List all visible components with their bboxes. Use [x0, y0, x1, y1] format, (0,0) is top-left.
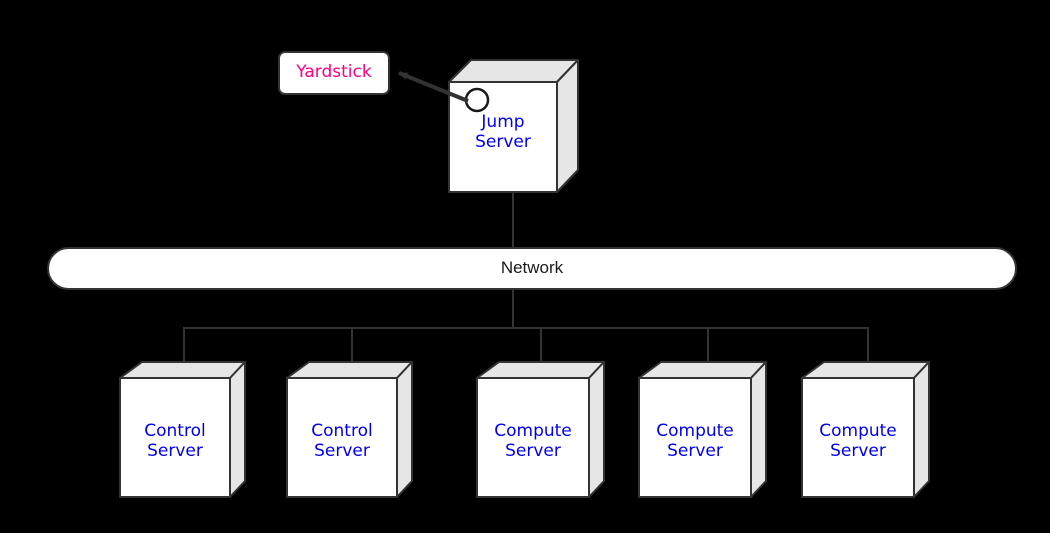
control-server-2-side-face [396, 361, 413, 498]
jump-server-port-circle[interactable] [464, 87, 490, 113]
connector-group [183, 192, 869, 373]
compute-server-3[interactable] [801, 361, 930, 498]
jump-server-front-face [448, 81, 558, 193]
control-server-2[interactable] [286, 361, 413, 498]
control-server-2-top-face [286, 361, 413, 379]
compute-server-2[interactable] [638, 361, 767, 498]
jump-to-yardstick-arrow [398, 71, 469, 103]
jump-server-box[interactable] [448, 59, 579, 193]
yardstick-box[interactable] [278, 51, 390, 95]
control-server-1-top-face [119, 361, 246, 379]
yardstick-box-shape [278, 51, 390, 95]
compute-server-2-front-face [638, 377, 752, 498]
jump-server-top-face [448, 59, 579, 83]
compute-server-2-top-face [638, 361, 767, 379]
control-server-1-front-face [119, 377, 231, 498]
network-bar[interactable] [47, 247, 1017, 290]
control-server-2-front-face [286, 377, 398, 498]
control-server-1-side-face [229, 361, 246, 498]
compute-server-3-top-face [801, 361, 930, 379]
compute-server-3-side-face [913, 361, 930, 498]
compute-server-2-side-face [750, 361, 767, 498]
network-bar-shape [47, 247, 1017, 290]
compute-server-1-front-face [476, 377, 590, 498]
compute-server-1[interactable] [476, 361, 605, 498]
compute-server-3-front-face [801, 377, 915, 498]
jump-server-side-face [556, 59, 579, 193]
compute-server-1-top-face [476, 361, 605, 379]
compute-server-1-side-face [588, 361, 605, 498]
control-server-1[interactable] [119, 361, 246, 498]
server-row [119, 361, 930, 498]
